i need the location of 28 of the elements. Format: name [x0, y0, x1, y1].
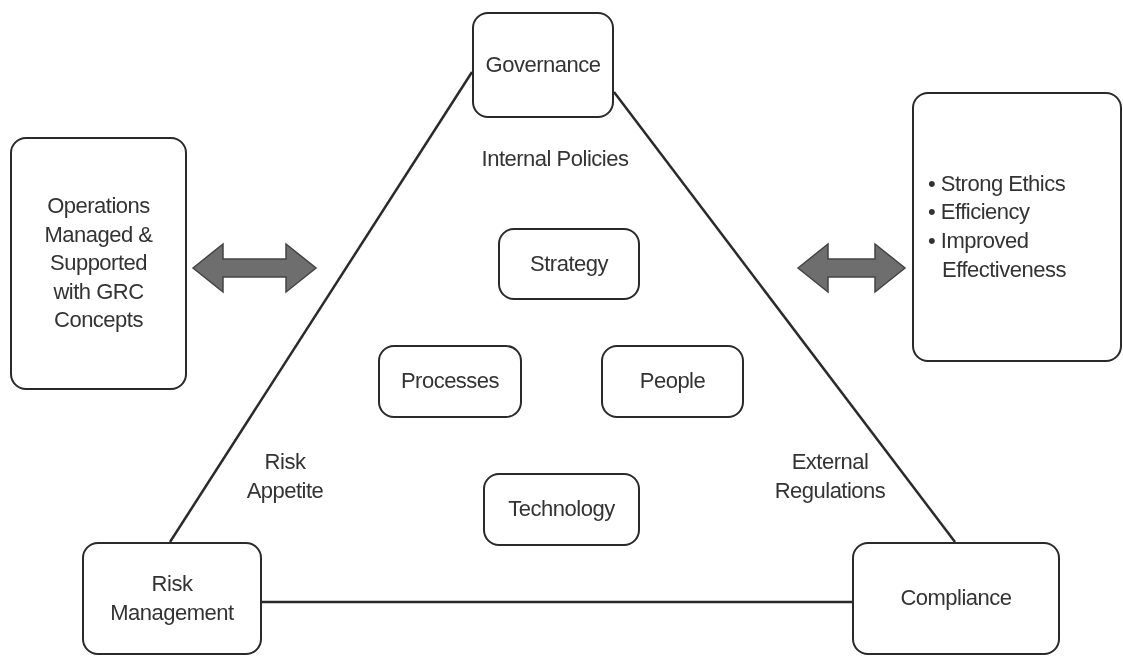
- connector-line: [262, 600, 852, 604]
- box-label: Governance: [485, 50, 601, 79]
- bullet-item: • Efficiency: [928, 198, 1031, 227]
- rounded-box: [601, 345, 744, 418]
- box-label: People: [639, 367, 706, 396]
- box-label: Processes: [400, 367, 500, 396]
- box-label: Technology: [508, 495, 615, 524]
- box-label: Compliance: [900, 584, 1012, 613]
- text-box: [10, 137, 187, 390]
- rounded-box: [82, 542, 262, 655]
- rounded-box: [852, 542, 1060, 655]
- annotation-label: External Regulations: [773, 448, 887, 505]
- bullet-item: • Strong Ethics: [928, 169, 1067, 198]
- bullet-list-box: [912, 92, 1122, 362]
- annotation-label: Risk Appetite: [245, 448, 325, 505]
- connector-line: [168, 71, 474, 543]
- rounded-box: [378, 345, 522, 418]
- double-arrow: [191, 242, 318, 294]
- box-label: Strategy: [530, 249, 608, 278]
- rounded-box: [483, 473, 640, 546]
- double-arrow: [796, 242, 907, 294]
- connector-line: [613, 91, 956, 543]
- box-label: Operations Managed & Supported with GRC Concepts: [43, 192, 154, 335]
- annotation-label: Internal Policies: [480, 145, 630, 173]
- rounded-box: [498, 228, 640, 300]
- governance-box: [472, 12, 614, 118]
- box-label: Risk Management: [109, 569, 235, 627]
- bullet-item: • Improved Effectiveness: [928, 227, 1067, 284]
